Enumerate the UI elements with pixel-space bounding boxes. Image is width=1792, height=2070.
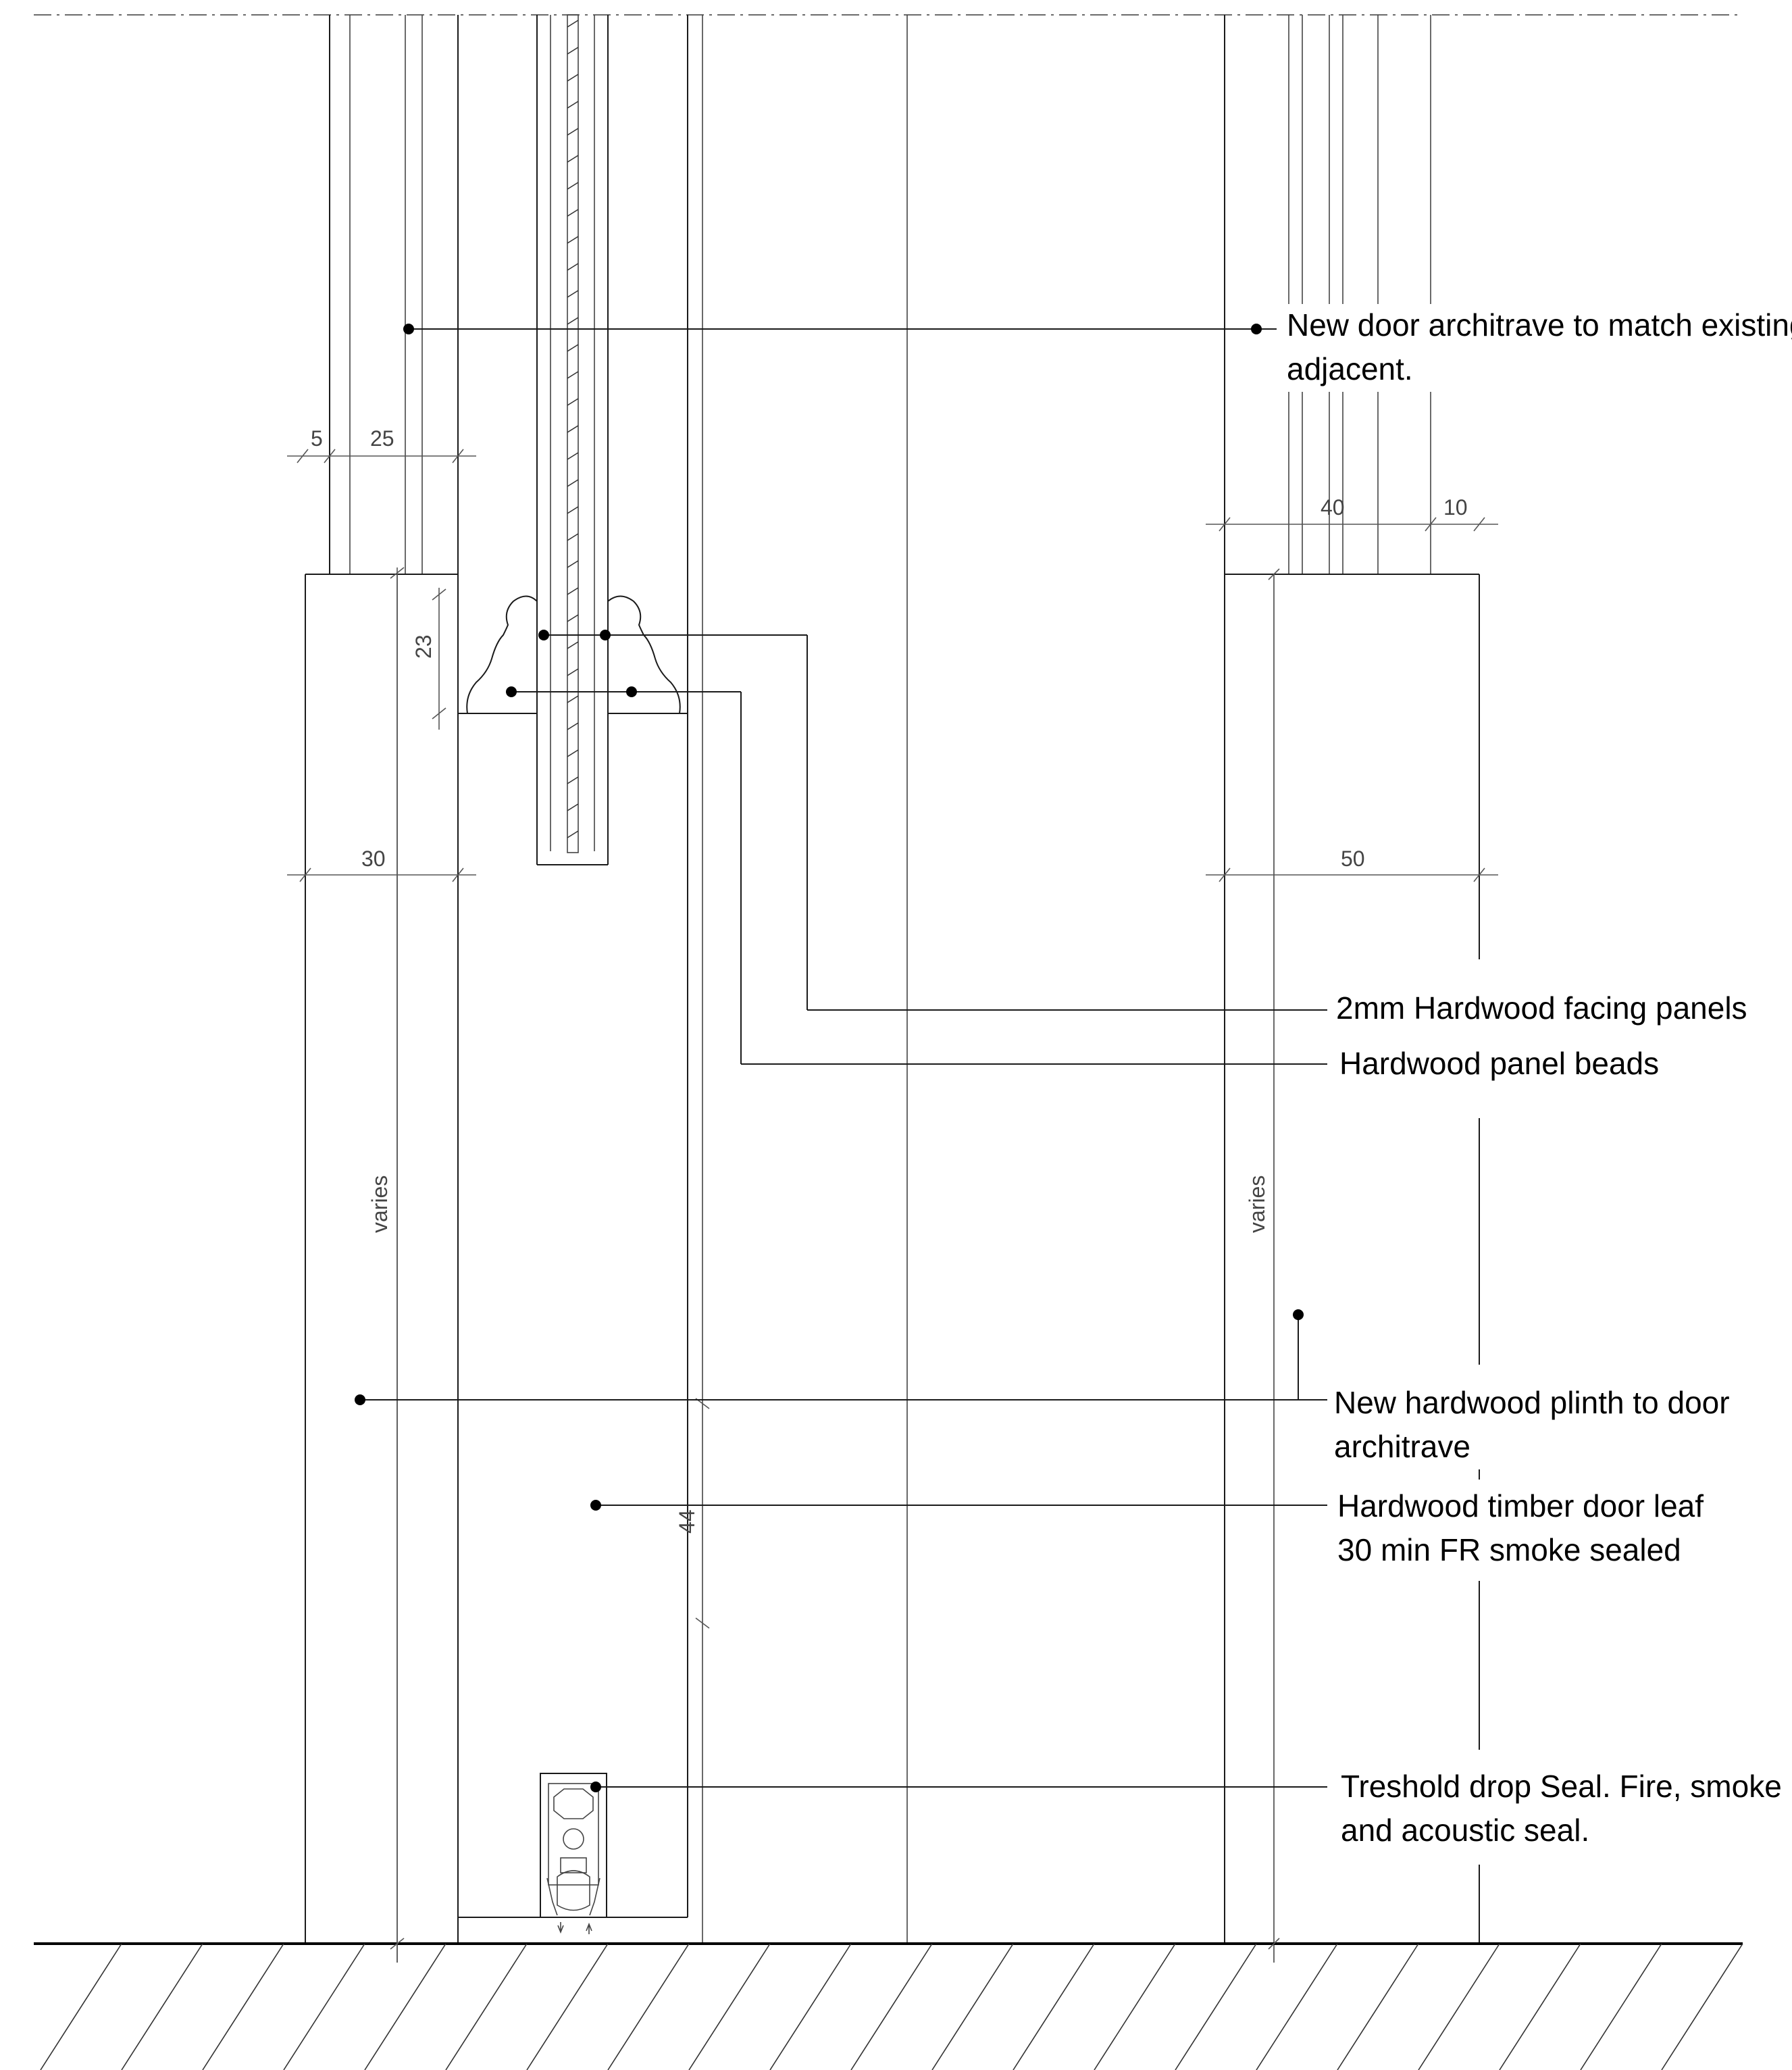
note-panel-beads: Hardwood panel beads xyxy=(1334,1044,1659,1084)
note-plinth: New hardwood plinth to door architrave xyxy=(1332,1375,1730,1466)
note-drop-seal-line1: Treshold drop Seal. Fire, smoke xyxy=(1341,1769,1782,1804)
note-door-leaf-line2: 30 min FR smoke sealed xyxy=(1337,1532,1681,1567)
dim-left-top: 5 25 xyxy=(287,426,476,463)
dim-left-projection: 23 xyxy=(411,588,446,730)
leader-drop-seal xyxy=(590,1782,1327,1792)
dim-label-varies-left: varies xyxy=(367,1176,392,1233)
dim-label-5: 5 xyxy=(311,426,323,451)
note-drop-seal: Treshold drop Seal. Fire, smoke and acou… xyxy=(1334,1763,1782,1858)
leader-architrave xyxy=(403,324,1277,334)
dim-label-varies-right: varies xyxy=(1245,1176,1269,1233)
note-facing-panels: 2mm Hardwood facing panels xyxy=(1334,986,1747,1027)
leader-plinth xyxy=(355,1309,1327,1405)
right-architrave xyxy=(1288,15,1431,574)
facing-panel xyxy=(536,14,609,865)
dim-label-25: 25 xyxy=(370,426,394,451)
note-architrave: New door architrave to match existing ad… xyxy=(1283,304,1792,392)
panel-bead-right xyxy=(607,595,681,714)
note-plinth-line2: architrave xyxy=(1334,1429,1470,1464)
right-plinth-block xyxy=(1224,15,1480,1963)
note-architrave-line1: New door architrave to match existing xyxy=(1287,307,1792,343)
dim-label-50: 50 xyxy=(1341,847,1365,871)
panel-bead-left xyxy=(466,595,538,714)
dim-left-height: varies xyxy=(367,567,405,1963)
leader-panel-beads xyxy=(506,686,1327,1065)
floor-slab xyxy=(34,1942,1743,2070)
note-drop-seal-line2: and acoustic seal. xyxy=(1341,1813,1589,1848)
drop-seal xyxy=(540,1773,607,1934)
left-architrave xyxy=(329,15,423,574)
door-frame xyxy=(457,15,908,1942)
leader-facing-panels xyxy=(538,630,1327,1011)
note-door-leaf-line1: Hardwood timber door leaf xyxy=(1337,1488,1704,1523)
dim-label-30: 30 xyxy=(361,847,386,871)
note-door-leaf: Hardwood timber door leaf 30 min FR smok… xyxy=(1334,1480,1704,1574)
dim-label-23: 23 xyxy=(411,634,436,659)
dim-right-height: varies xyxy=(1245,568,1280,1950)
left-plinth-block xyxy=(305,574,458,1963)
dim-door-leaf: 44 xyxy=(675,1398,710,1629)
door-leaf xyxy=(458,713,688,1918)
dim-left-plinth-width: 30 xyxy=(287,847,476,882)
note-plinth-line1: New hardwood plinth to door xyxy=(1334,1385,1730,1420)
dim-right-top: 40 10 xyxy=(1206,495,1498,532)
note-panel-beads-line1: Hardwood panel beads xyxy=(1339,1046,1659,1081)
dim-label-44: 44 xyxy=(675,1509,699,1534)
note-architrave-line2: adjacent. xyxy=(1287,351,1413,386)
leader-door-leaf xyxy=(590,1500,1327,1511)
dim-label-40: 40 xyxy=(1321,495,1345,520)
dim-right-plinth-width: 50 xyxy=(1206,847,1498,882)
note-facing-panels-line1: 2mm Hardwood facing panels xyxy=(1336,990,1747,1026)
dim-label-10: 10 xyxy=(1443,495,1468,520)
